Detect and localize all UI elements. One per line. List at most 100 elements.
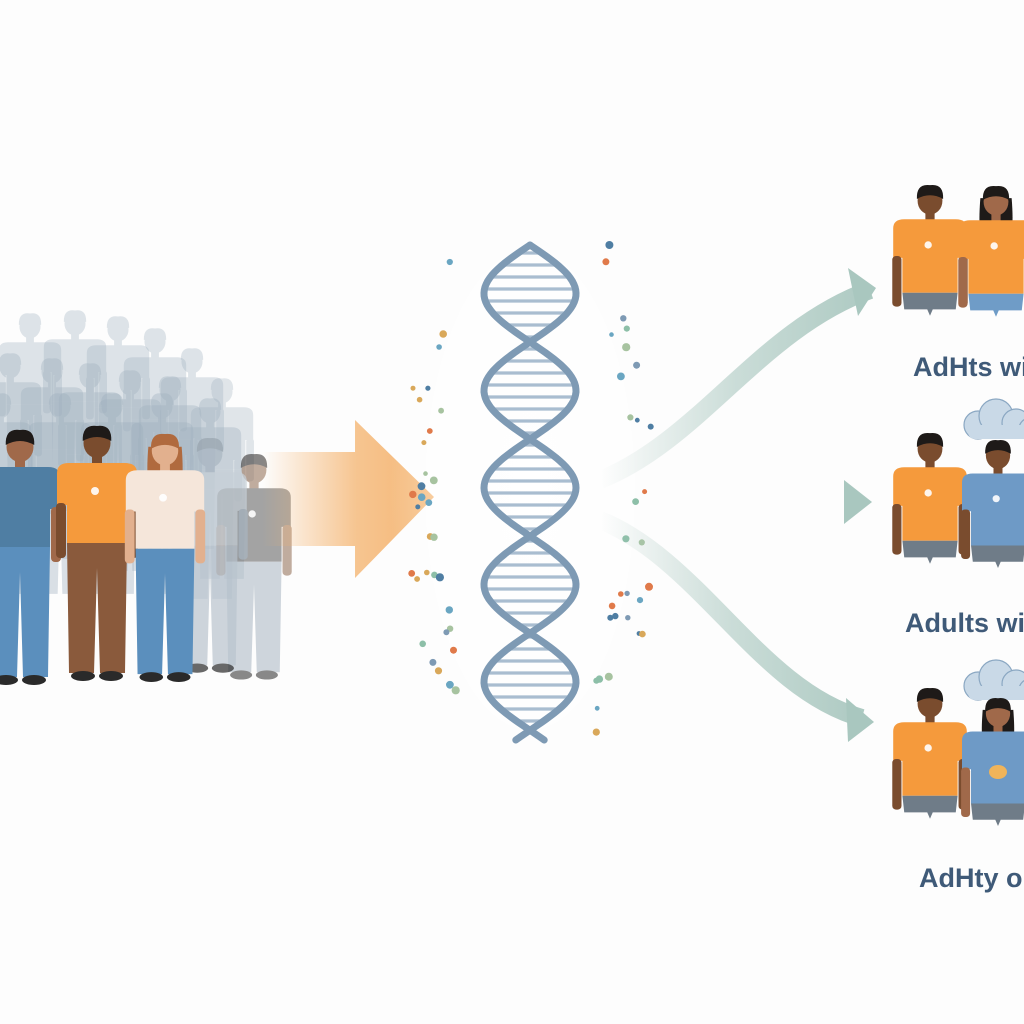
shirt [43,339,107,402]
nucleotide-dot [439,330,448,338]
nucleotide-dot [416,396,423,403]
pants [971,545,1024,568]
head [0,395,11,419]
hair [18,313,42,326]
nucleotide-dot [434,667,443,675]
shirt [20,387,84,450]
hair [63,310,87,323]
neck [991,212,1001,223]
pants [902,540,958,564]
hair [916,432,944,447]
nucleotide-dot [623,325,630,332]
hair [82,425,112,441]
head [199,400,221,424]
neck [15,459,25,469]
hair [240,453,268,468]
left-arm [892,504,902,555]
nucleotide-dot [429,476,438,485]
chest-badge [992,495,1000,503]
right-arm [34,413,42,457]
pants [968,293,1024,317]
right-arm [54,373,62,417]
hair [0,353,22,366]
nucleotide-dot [430,533,438,541]
nucleotide-dot [612,612,619,620]
nucleotide-dot [419,640,427,648]
hair [985,698,1011,712]
nucleotide-dot [451,686,460,695]
left-arm [0,373,6,417]
output-arrow-bottom [596,511,865,727]
hair [196,437,224,452]
head [151,395,173,419]
nucleotide-dot [608,602,616,610]
hair [151,433,179,449]
head [181,350,203,374]
right-arm [99,370,107,414]
chest-badge [990,242,998,250]
shirt [86,345,150,408]
neck [925,714,935,725]
head [49,395,71,419]
neck [126,393,134,401]
nucleotide-dot [607,614,614,621]
outcome-label-3: AdHty o [919,863,1023,893]
nucleotide-dot [409,490,417,499]
shirt [962,473,1024,546]
hair [0,393,12,406]
right-shoe [211,663,234,673]
right-shoe [99,671,123,681]
neck [92,455,102,465]
nucleotide-dot [645,582,653,591]
outcome-group-2 [892,398,1024,568]
nucleotide-dot [425,499,433,506]
hair [180,348,204,361]
head [64,312,86,336]
output-arrow-middle-head [844,480,872,524]
dna-strand-b [480,241,580,744]
left-arm [86,376,94,420]
nucleotide-dot [595,675,604,683]
nucleotide-dot [604,672,613,681]
shirt [125,470,205,549]
outcome-3-adult-a [892,687,968,819]
shirt [98,399,162,462]
outcome-label-1: AdHts wi [913,352,1024,382]
nucleotide-dot [609,332,614,337]
left-arm [892,256,902,307]
outcome-groups: AdHts wi Adults wi AdHty o [892,184,1024,893]
neck [86,386,94,394]
left-arm [124,509,135,564]
nucleotide-dot [438,407,444,414]
pants [902,795,958,819]
neck [925,459,935,470]
left-arm [58,423,66,467]
right-arm [76,418,84,462]
hair [48,393,72,406]
neck [205,464,215,475]
hair [982,185,1010,200]
neck [48,381,56,389]
hair [985,440,1011,454]
neck [993,724,1003,734]
head [19,315,41,339]
head [0,355,21,379]
neck [160,462,170,473]
neck [925,211,935,222]
hair [5,429,35,445]
shirt [893,722,967,796]
hair [158,376,182,389]
chest-badge [248,510,256,518]
shirt [893,219,967,293]
chest-badge [924,241,932,249]
right-arm [179,388,187,432]
chest-badge [91,487,99,495]
outcome-label-2: Adults wi [905,608,1024,638]
hair [198,398,222,411]
right-arm [142,376,150,420]
nucleotide-dot [415,504,421,510]
nucleotide-dot [622,343,631,352]
outcome-1-adult-b [958,185,1024,317]
hair [916,687,944,702]
outcome-group-1 [892,184,1024,317]
